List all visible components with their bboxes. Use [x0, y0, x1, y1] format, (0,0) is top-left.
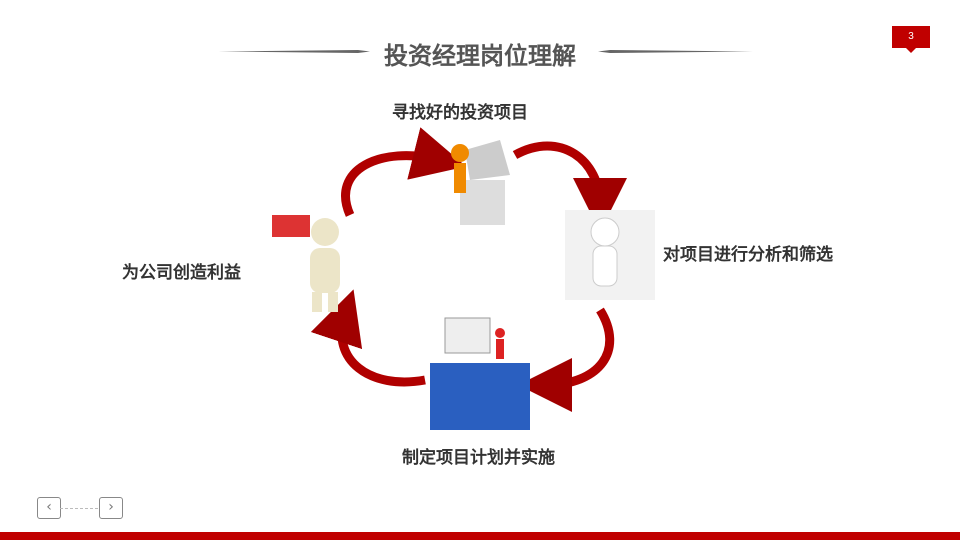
cycle-label-top: 寻找好的投资项目	[392, 103, 528, 123]
prev-slide-button[interactable]: ‹	[37, 497, 61, 519]
next-slide-button[interactable]: ›	[99, 497, 123, 519]
title-right-line	[598, 50, 753, 53]
nav-divider	[60, 508, 98, 509]
arrow-right-to-bottom	[518, 307, 615, 412]
arrow-left-to-top	[341, 127, 467, 217]
figure-searching-image	[451, 140, 510, 225]
cycle-label-right: 对项目进行分析和筛选	[663, 245, 833, 265]
cycle-label-bottom: 制定项目计划并实施	[402, 448, 555, 468]
bottom-accent-bar	[0, 532, 960, 540]
figure-profit-image	[272, 215, 340, 312]
page-number-badge: 3	[892, 26, 930, 53]
arrow-top-to-right	[512, 141, 627, 232]
cycle-label-left: 为公司创造利益	[122, 263, 241, 283]
page-title: 投资经理岗位理解	[384, 42, 576, 70]
figure-analyzing-image	[565, 210, 655, 300]
title-left-line	[218, 50, 370, 53]
figure-planning-image	[430, 317, 530, 430]
arrow-bottom-to-left	[310, 289, 426, 387]
